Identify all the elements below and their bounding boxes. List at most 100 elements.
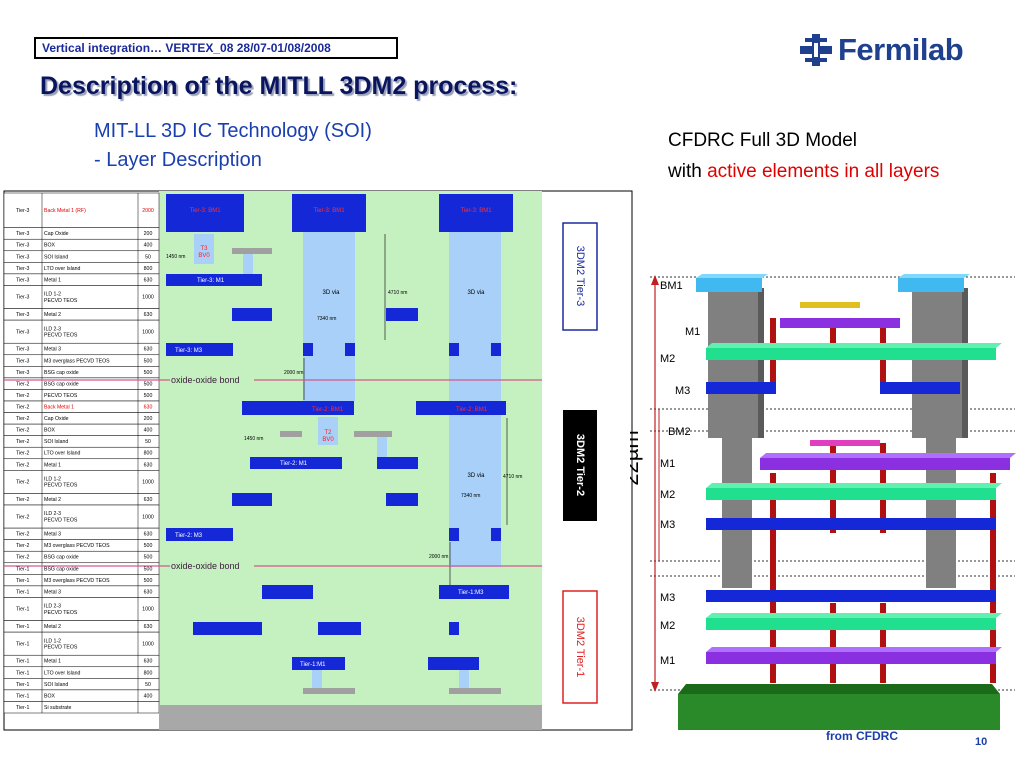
label-tier3-m3: M3: [675, 385, 690, 397]
vertical-vias: [708, 288, 968, 588]
tier3-m3-b: [303, 343, 313, 356]
layer-table-thickness: 1000: [142, 514, 154, 520]
layer-table-layer: BOX: [44, 693, 55, 699]
layer-table-tier: Tier-3: [16, 358, 29, 364]
label-bm2: BM2: [668, 426, 691, 438]
layer-table-layer: LTO over Island: [44, 451, 81, 457]
tier3-via-label-left: 3D via: [322, 290, 340, 296]
tier3-m3: [166, 343, 233, 356]
tier2-m1-bar: [760, 458, 1010, 470]
tier3-contact: [243, 254, 253, 274]
tier1-m1-label: Tier-1:M1: [300, 662, 326, 668]
layer-table-tier: Tier-2: [16, 497, 29, 503]
layer-table-tier: Tier-1: [16, 641, 29, 647]
tier2-m2-a: [232, 493, 272, 506]
layer-table-thickness: 500: [144, 393, 153, 399]
tier2-m3-c: [491, 528, 501, 541]
tier2-m3-bar: [706, 518, 996, 530]
tier3-bm1-mid: [292, 194, 366, 232]
tier2-m1-label: Tier-2: M1: [280, 461, 308, 467]
layer-table-thickness: 630: [144, 624, 153, 630]
tier2-bm1-right: [416, 401, 506, 415]
tier1-m3-a: [262, 585, 313, 599]
layer-table-tier: Tier-1: [16, 705, 29, 711]
layer-table-layer: BSG cap oxide: [44, 566, 79, 572]
tier3-3d-via-right: [449, 232, 501, 401]
layer-table-thickness: 50: [145, 254, 151, 260]
label-tier2-m2: M2: [660, 489, 675, 501]
layer-table-tier: Tier-1: [16, 607, 29, 613]
tier3-bm1-right: [439, 194, 513, 232]
tier2-m2-top: [706, 483, 1002, 488]
page-title: Description of the MITLL 3DM2 process:: [40, 72, 518, 100]
layer-table-thickness: 1000: [142, 295, 154, 301]
tier2-contact: [377, 437, 387, 457]
tier3-bm1-mid-label: Tier-3: BM1: [313, 208, 345, 214]
tier2-label: 3DM2 Tier-2: [574, 434, 586, 496]
height-arrow-top: [651, 275, 659, 285]
label-bm1: BM1: [660, 280, 683, 292]
tier1-m2-b: [318, 622, 361, 635]
layer-table-thickness: 400: [144, 693, 153, 699]
bm1-pads: [696, 274, 970, 292]
tier2-bv0: [318, 417, 338, 445]
tier1-m2-a: [193, 622, 262, 635]
layer-table-layer: SOI Island: [44, 682, 68, 688]
layer-table-thickness: 630: [144, 659, 153, 665]
model-caption-line-2: with active elements in all layers: [668, 156, 988, 187]
model-caption-highlight: active elements in all layers: [707, 161, 940, 182]
tier3-label-box: [562, 222, 598, 331]
tier3-m1: [166, 274, 262, 286]
layer-table-tier: Tier-2: [16, 393, 29, 399]
tier3-bm1-left-label: Tier-3: BM1: [189, 208, 221, 214]
layer-table-thickness: 200: [144, 416, 153, 422]
layer-table-thickness: 400: [144, 243, 153, 249]
layer-table-tier: Tier-2: [16, 381, 29, 387]
layer-table-thickness: 400: [144, 428, 153, 434]
model-caption: CFDRC Full 3D Model with active elements…: [668, 125, 988, 187]
tier1-m2-top: [706, 613, 1002, 618]
tier3-m3-d: [449, 343, 459, 356]
conference-banner: Vertical integration… VERTEX_08 28/07-01…: [34, 37, 398, 59]
tier3-dim-4710: 4710 nm: [388, 290, 407, 296]
tier1-soi-island-b: [449, 688, 501, 694]
layer-table-thickness: 200: [144, 231, 153, 237]
layer-table-tier: Tier-1: [16, 693, 29, 699]
tier3-pads: [800, 302, 860, 308]
layer-table-tier: Tier-2: [16, 480, 29, 486]
layer-table-tier: Tier-1: [16, 670, 29, 676]
layer-table-layer: Metal 2: [44, 312, 61, 318]
tier1-m1-a: [292, 657, 345, 670]
layer-table-thickness: 500: [144, 381, 153, 387]
bond-label-lower: oxide-oxide bond: [171, 561, 240, 571]
layer-table-layer: Cap Oxide: [44, 231, 69, 237]
layer-table-tier: Tier-2: [16, 555, 29, 561]
tier3-dim-1450: 1450 nm: [166, 254, 185, 260]
tier3-m2-b: [386, 308, 418, 321]
layer-table-tier: Tier-1: [16, 578, 29, 584]
layer-table-layer: BOX: [44, 428, 55, 434]
tier2-dim-7340: 7340 nm: [461, 493, 480, 499]
tier2-m1: [250, 457, 342, 469]
layer-table-layer: M3 overglass PECVD TEOS: [44, 543, 110, 549]
tier3-dim-2000: 2000 nm: [284, 370, 303, 376]
layer-table-thickness: 630: [144, 312, 153, 318]
tier2-m2-bar: [706, 488, 996, 500]
tier1-m3-label: Tier-1:M3: [458, 590, 484, 596]
tier3-m1-label: Tier-3: M1: [197, 278, 225, 284]
layer-table-layer: SOI Island: [44, 254, 68, 260]
layer-table-layer: BSG cap oxide: [44, 370, 79, 376]
layer-table-thickness: 630: [144, 277, 153, 283]
tier3-m3-c: [345, 343, 355, 356]
layer-table-thickness: 1000: [142, 607, 154, 613]
height-arrow-bottom: [651, 682, 659, 692]
layer-table-layer: PECVD TEOS: [44, 393, 78, 399]
layer-table-tier: Tier-3: [16, 231, 29, 237]
layer-table-tier: Tier-3: [16, 254, 29, 260]
model-caption-prefix: with: [668, 161, 708, 182]
